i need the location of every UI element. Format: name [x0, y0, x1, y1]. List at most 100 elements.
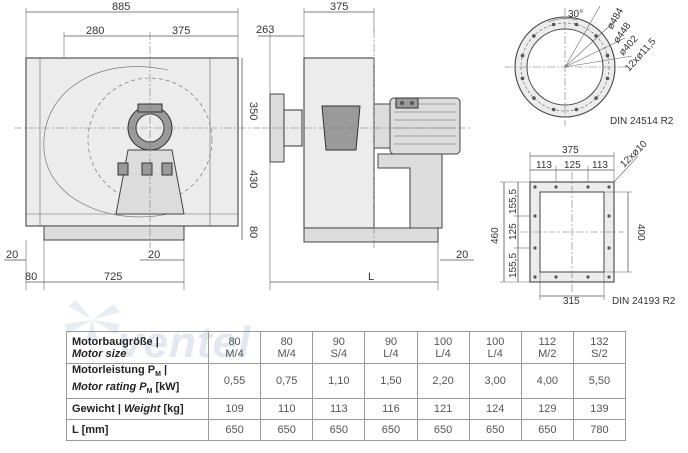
spec-cell-value: M/2	[538, 347, 557, 360]
technical-drawing: 885 280 375 350 430 80 20 80 20 725	[4, 1, 676, 307]
spec-cell-value: 4,00	[536, 375, 559, 388]
spec-cell: 4,00	[520, 362, 574, 400]
spec-cell-value: 5,50	[588, 375, 611, 388]
dim-350: 350	[247, 102, 259, 120]
side-view: 375 263 20 L	[256, 1, 474, 290]
spec-cell-value: 650	[329, 424, 348, 437]
bolt-hole	[533, 214, 537, 218]
spec-cell: 109	[207, 398, 262, 421]
dim-725: 725	[104, 271, 122, 283]
square-flange-standard: DIN 24193 R2	[612, 296, 676, 307]
square-left-125: 125	[508, 223, 519, 240]
dim-L: L	[368, 271, 374, 283]
bolt-hole	[607, 246, 611, 250]
label-german: Motorleistung P	[72, 364, 156, 376]
bolt-hole	[551, 22, 556, 27]
spec-cell-value: 1,50	[380, 375, 402, 388]
spec-cell: 650	[207, 419, 262, 442]
label-german: Motorbaugröße |	[72, 335, 159, 348]
spec-cell: 121	[416, 398, 470, 421]
spec-cell-value: 129	[538, 403, 557, 416]
spec-cell-value: 90	[332, 335, 345, 348]
bolt-hole	[607, 275, 611, 279]
spec-cell-value: L/4	[487, 347, 503, 360]
bolt-hole	[532, 96, 536, 100]
spec-cell: 129	[520, 398, 574, 421]
spec-cell: 650	[260, 419, 314, 442]
dim-375-side: 375	[330, 1, 348, 13]
spec-cell-value: 1,10	[328, 375, 350, 388]
spec-cell-value: 116	[382, 403, 400, 416]
bolt-hole	[532, 34, 536, 38]
spec-cell-value: 650	[486, 424, 505, 437]
bolt-hole	[574, 107, 579, 112]
bolt-hole	[594, 96, 598, 100]
spec-cell-value: 100	[433, 335, 453, 348]
spec-cell: 5,50	[572, 362, 627, 400]
spec-cell: 2,20	[416, 362, 470, 400]
square-holes-label: 12xø10	[618, 138, 650, 170]
flange-angle: 30°	[568, 9, 583, 20]
spec-cell: 780	[572, 419, 627, 442]
bolt-hole	[586, 275, 590, 279]
motor-terminal-box	[395, 97, 419, 109]
square-top-125: 125	[564, 160, 581, 171]
spec-cell-value: 121	[433, 403, 453, 416]
bolt-hole	[574, 22, 579, 27]
dim-20-side: 20	[456, 249, 468, 261]
spec-cell-value: 650	[225, 424, 244, 437]
motor-bracket	[377, 153, 443, 229]
spec-cell-value: S/4	[330, 347, 348, 360]
round-flange-holes	[520, 22, 610, 112]
spec-cell: 3,00	[468, 362, 522, 400]
bolt-hole	[533, 185, 537, 189]
spec-row-label: Motorbaugröße |Motor size	[66, 331, 209, 364]
label-english-unit: [kg]	[160, 403, 184, 416]
spec-cell-value: 650	[277, 424, 296, 437]
spec-cell-value: 650	[433, 424, 453, 437]
spec-cell-value: 3,00	[484, 375, 506, 388]
spec-row-label: L [mm]	[66, 419, 209, 442]
spec-cell-value: M/4	[225, 347, 244, 360]
bolt-hole	[533, 275, 537, 279]
spec-row: Gewicht | Weight [kg]109 110 113 116 121 124 1…	[66, 398, 627, 421]
dim-885: 885	[112, 1, 130, 13]
spec-cell-value: 112	[538, 335, 557, 348]
side-base-frame	[303, 227, 439, 243]
spec-cell-value: 2,20	[432, 375, 454, 388]
spec-row: Motorleistung PM |Motor rating PM [kW]0,…	[66, 362, 627, 400]
bolt-hole	[520, 53, 525, 58]
impeller	[321, 105, 361, 151]
spec-cell-value: 650	[381, 424, 401, 437]
spec-cell: 650	[468, 419, 522, 442]
spec-cell: 650	[312, 419, 366, 442]
spec-cell: 113	[312, 398, 366, 421]
label-english: Motor rating P	[72, 381, 147, 394]
spec-cell-value: 132	[590, 335, 609, 348]
bolt-hole	[554, 185, 558, 189]
spec-cell-value: S/2	[591, 347, 608, 360]
square-left-155-bottom: 155,5	[508, 253, 519, 278]
bolt-hole	[551, 107, 556, 112]
bolt-hole	[594, 34, 598, 38]
bolt-hole	[586, 185, 590, 189]
bolt-hole	[607, 185, 611, 189]
spec-cell: 1,50	[364, 362, 418, 400]
spec-cell-value: 110	[277, 403, 296, 416]
spec-cell: 124	[468, 398, 522, 421]
spec-row-label: Gewicht | Weight [kg]	[66, 398, 209, 421]
spec-cell-value: L/4	[383, 347, 399, 360]
dim-80-horizontal: 80	[25, 271, 37, 283]
spec-cell-value: 139	[590, 403, 609, 416]
bolt-hole	[607, 214, 611, 218]
spec-cell-value: 90	[384, 335, 398, 348]
square-flange-view: 375 113 125 113 12xø10 460 155,5 125 155…	[490, 138, 676, 307]
bolt-hole	[533, 246, 537, 250]
label-german: Gewicht |	[72, 403, 121, 416]
